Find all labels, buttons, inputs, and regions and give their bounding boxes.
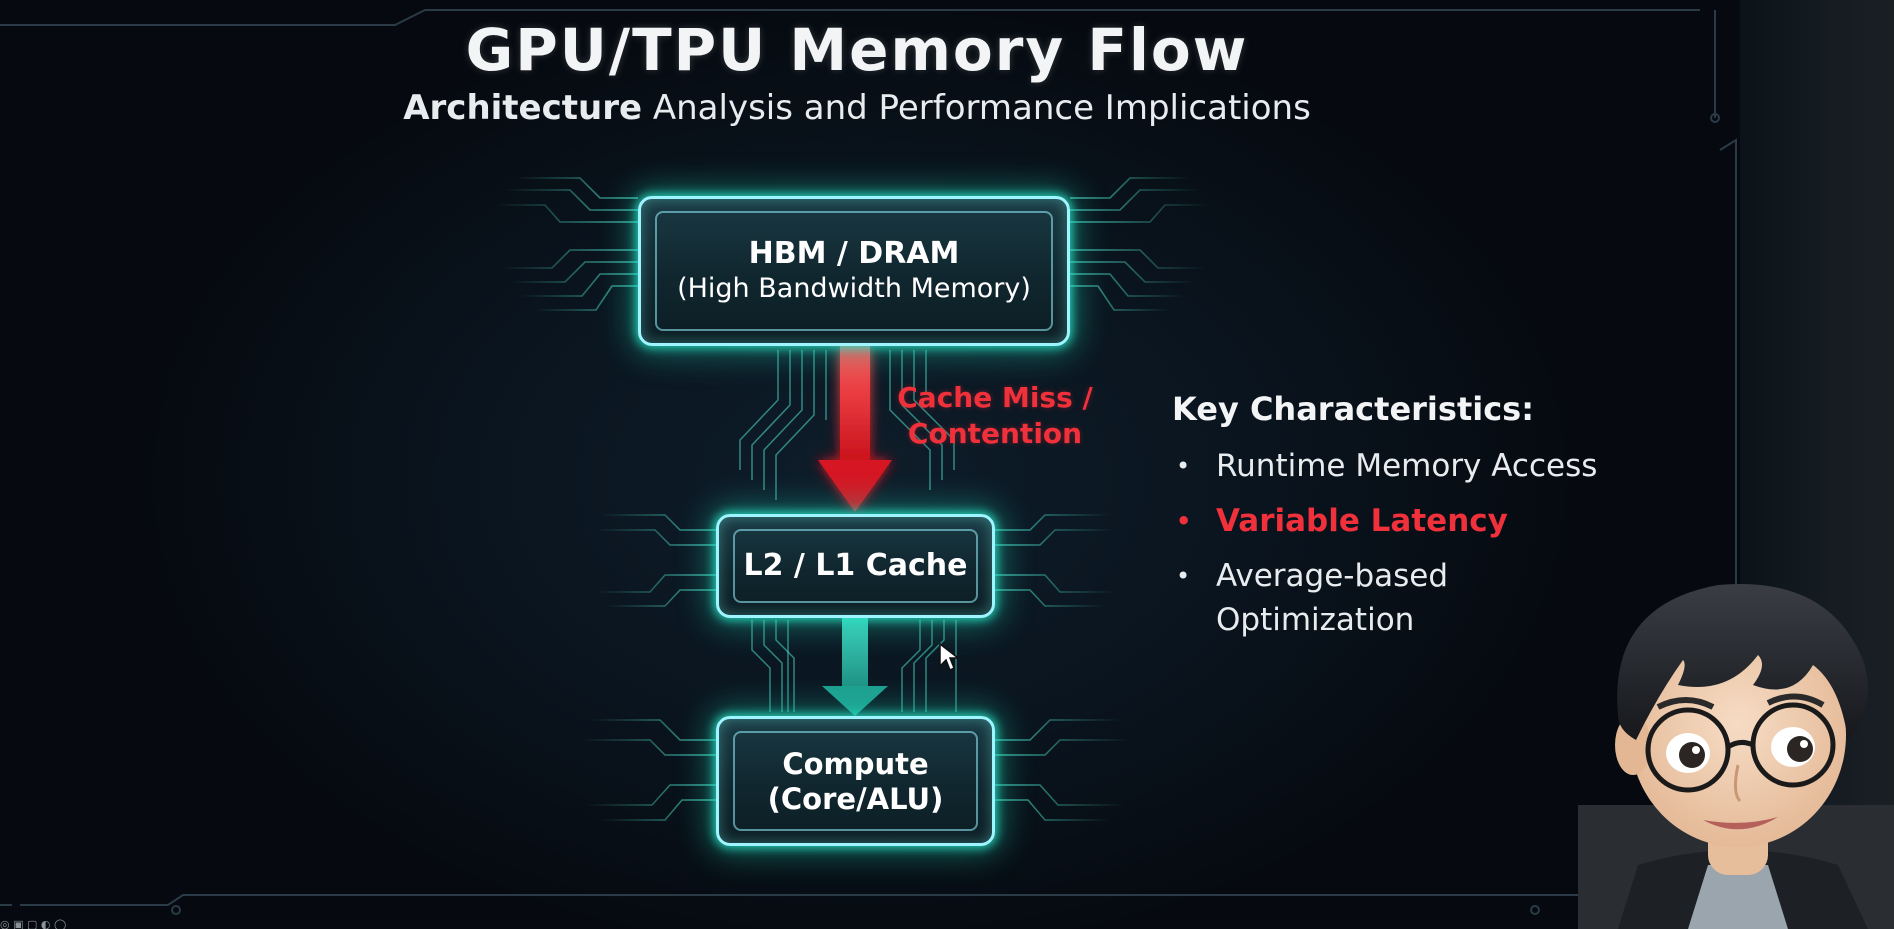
page-title: GPU/TPU Memory Flow (465, 16, 1249, 84)
subtitle-rest: Analysis and Performance Implications (642, 88, 1311, 128)
page-subtitle: Architecture Analysis and Performance Im… (0, 88, 1714, 128)
list-item-text: Variable Latency (1216, 503, 1508, 539)
compute-box-title: Compute (782, 747, 929, 781)
key-characteristics-heading: Key Characteristics: (1172, 390, 1535, 428)
hbm-box-subtitle: (High Bandwidth Memory) (677, 273, 1031, 304)
list-item-runtime-memory-access: • Runtime Memory Access (1172, 444, 1692, 488)
mouse-pointer-icon (939, 642, 960, 672)
list-item-text: Runtime Memory Access (1216, 448, 1598, 484)
list-item-text: Average-based Optimization (1216, 558, 1449, 638)
cache-miss-arrow (818, 346, 892, 512)
l2-l1-cache-box: L2 / L1 Cache (716, 514, 995, 618)
list-item-average-based-optimization: • Average-based Optimization (1172, 554, 1692, 642)
cache-miss-label: Cache Miss / Contention (880, 380, 1110, 452)
subtitle-strong: Architecture (403, 88, 643, 128)
hbm-box-title: HBM / DRAM (748, 236, 960, 271)
list-item-variable-latency: • Variable Latency (1172, 499, 1692, 543)
window-controls-icon: ◎ ▣ ▢ ◐ ◯ (0, 918, 67, 929)
bullet-icon: • (1176, 452, 1191, 480)
compute-box: Compute (Core/ALU) (716, 716, 995, 846)
cache-box-title: L2 / L1 Cache (743, 548, 968, 583)
bullet-icon: • (1176, 562, 1191, 590)
presenter-avatar (1578, 583, 1894, 929)
cache-to-compute-arrow (822, 618, 888, 716)
cache-miss-label-line1: Cache Miss / (897, 381, 1093, 414)
cache-miss-label-line2: Contention (907, 417, 1083, 450)
hbm-dram-box: HBM / DRAM (High Bandwidth Memory) (638, 196, 1070, 346)
compute-box-subtitle: (Core/ALU) (767, 782, 944, 816)
key-characteristics-list: • Runtime Memory Access • Variable Laten… (1172, 444, 1692, 653)
bullet-icon: • (1176, 507, 1192, 535)
